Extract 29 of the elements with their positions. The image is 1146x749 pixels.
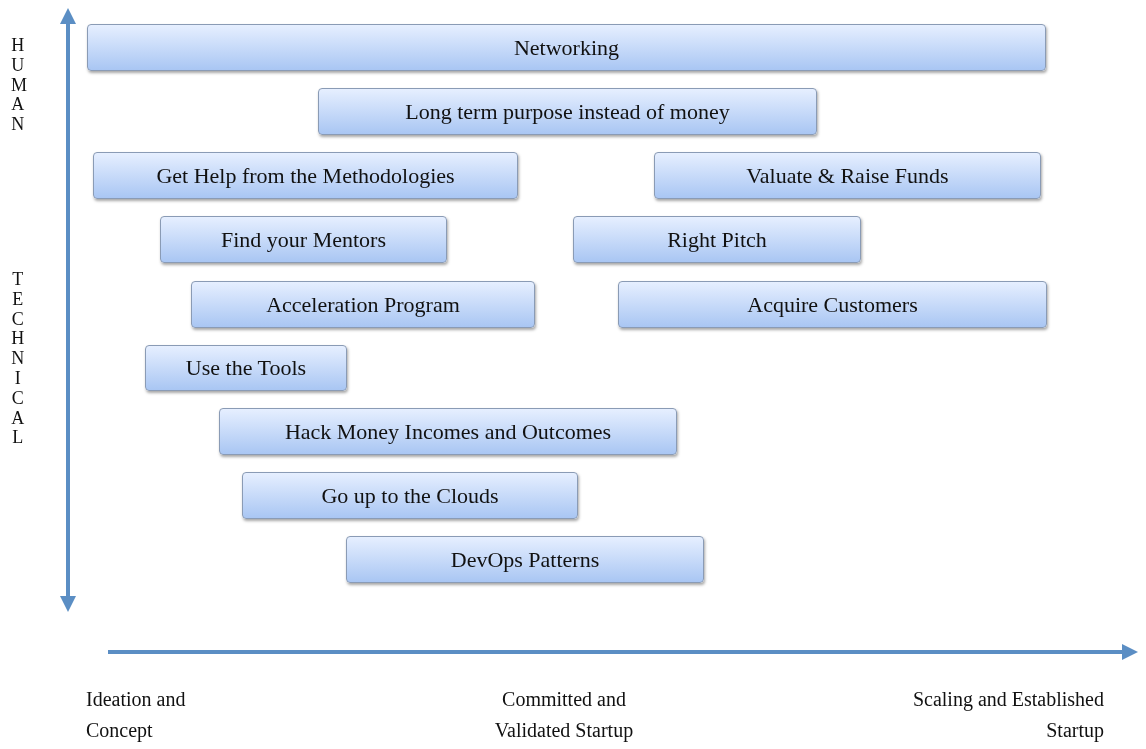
box-label: Hack Money Incomes and Outcomes bbox=[284, 418, 612, 445]
box-label: Go up to the Clouds bbox=[321, 482, 499, 509]
box-label: Use the Tools bbox=[185, 355, 307, 381]
process-box bbox=[191, 281, 535, 328]
box-label: Get Help from the Methodologies bbox=[156, 162, 455, 189]
process-box bbox=[618, 281, 1047, 328]
box-label: Acquire Customers bbox=[747, 291, 918, 318]
process-box bbox=[87, 24, 1046, 71]
process-box bbox=[318, 88, 817, 135]
stage-label: Ideation and Concept bbox=[86, 687, 187, 744]
box-label: Right Pitch bbox=[667, 226, 767, 253]
stage-label: Scaling and Established Startup bbox=[912, 687, 1104, 744]
process-box bbox=[654, 152, 1041, 199]
process-box bbox=[219, 408, 677, 455]
process-box bbox=[573, 216, 861, 263]
box-label: DevOps Patterns bbox=[450, 546, 600, 573]
box-label: Acceleration Program bbox=[266, 291, 460, 318]
process-box bbox=[93, 152, 518, 199]
process-box bbox=[346, 536, 704, 583]
process-box bbox=[160, 216, 447, 263]
axis-end-label: HUMAN bbox=[11, 36, 25, 135]
axis-end-label: TECHNICAL bbox=[11, 270, 25, 449]
box-label: Networking bbox=[513, 34, 620, 61]
stage-label: Committed and Validated Startup bbox=[493, 687, 635, 744]
process-box bbox=[145, 345, 347, 391]
process-box bbox=[242, 472, 578, 519]
box-label: Valuate & Raise Funds bbox=[746, 162, 949, 189]
box-label: Find your Mentors bbox=[221, 226, 386, 253]
box-label: Long term purpose instead of money bbox=[405, 98, 730, 125]
